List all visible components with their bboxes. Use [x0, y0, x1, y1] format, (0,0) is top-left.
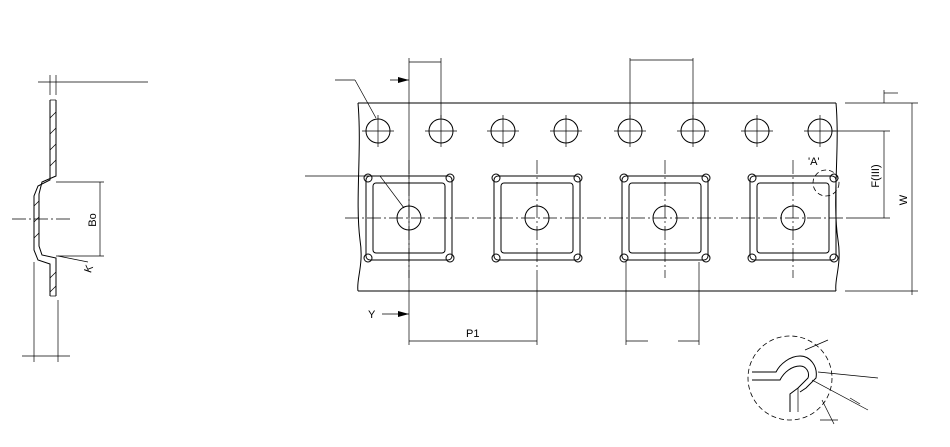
tape-top-view: 'A'	[345, 102, 848, 292]
detail-a-view	[747, 335, 879, 425]
detail-a-label: 'A'	[808, 156, 820, 168]
w-label: W	[898, 194, 910, 205]
bo-label: Bo	[87, 213, 99, 226]
dimensions: P1 Y F(III) W	[305, 58, 918, 345]
k-label: K	[82, 263, 96, 275]
f-label: F(III)	[870, 164, 882, 187]
y-label: Y	[368, 309, 376, 321]
p1-label: P1	[466, 328, 479, 340]
tape-side-view: Bo K	[12, 75, 148, 362]
